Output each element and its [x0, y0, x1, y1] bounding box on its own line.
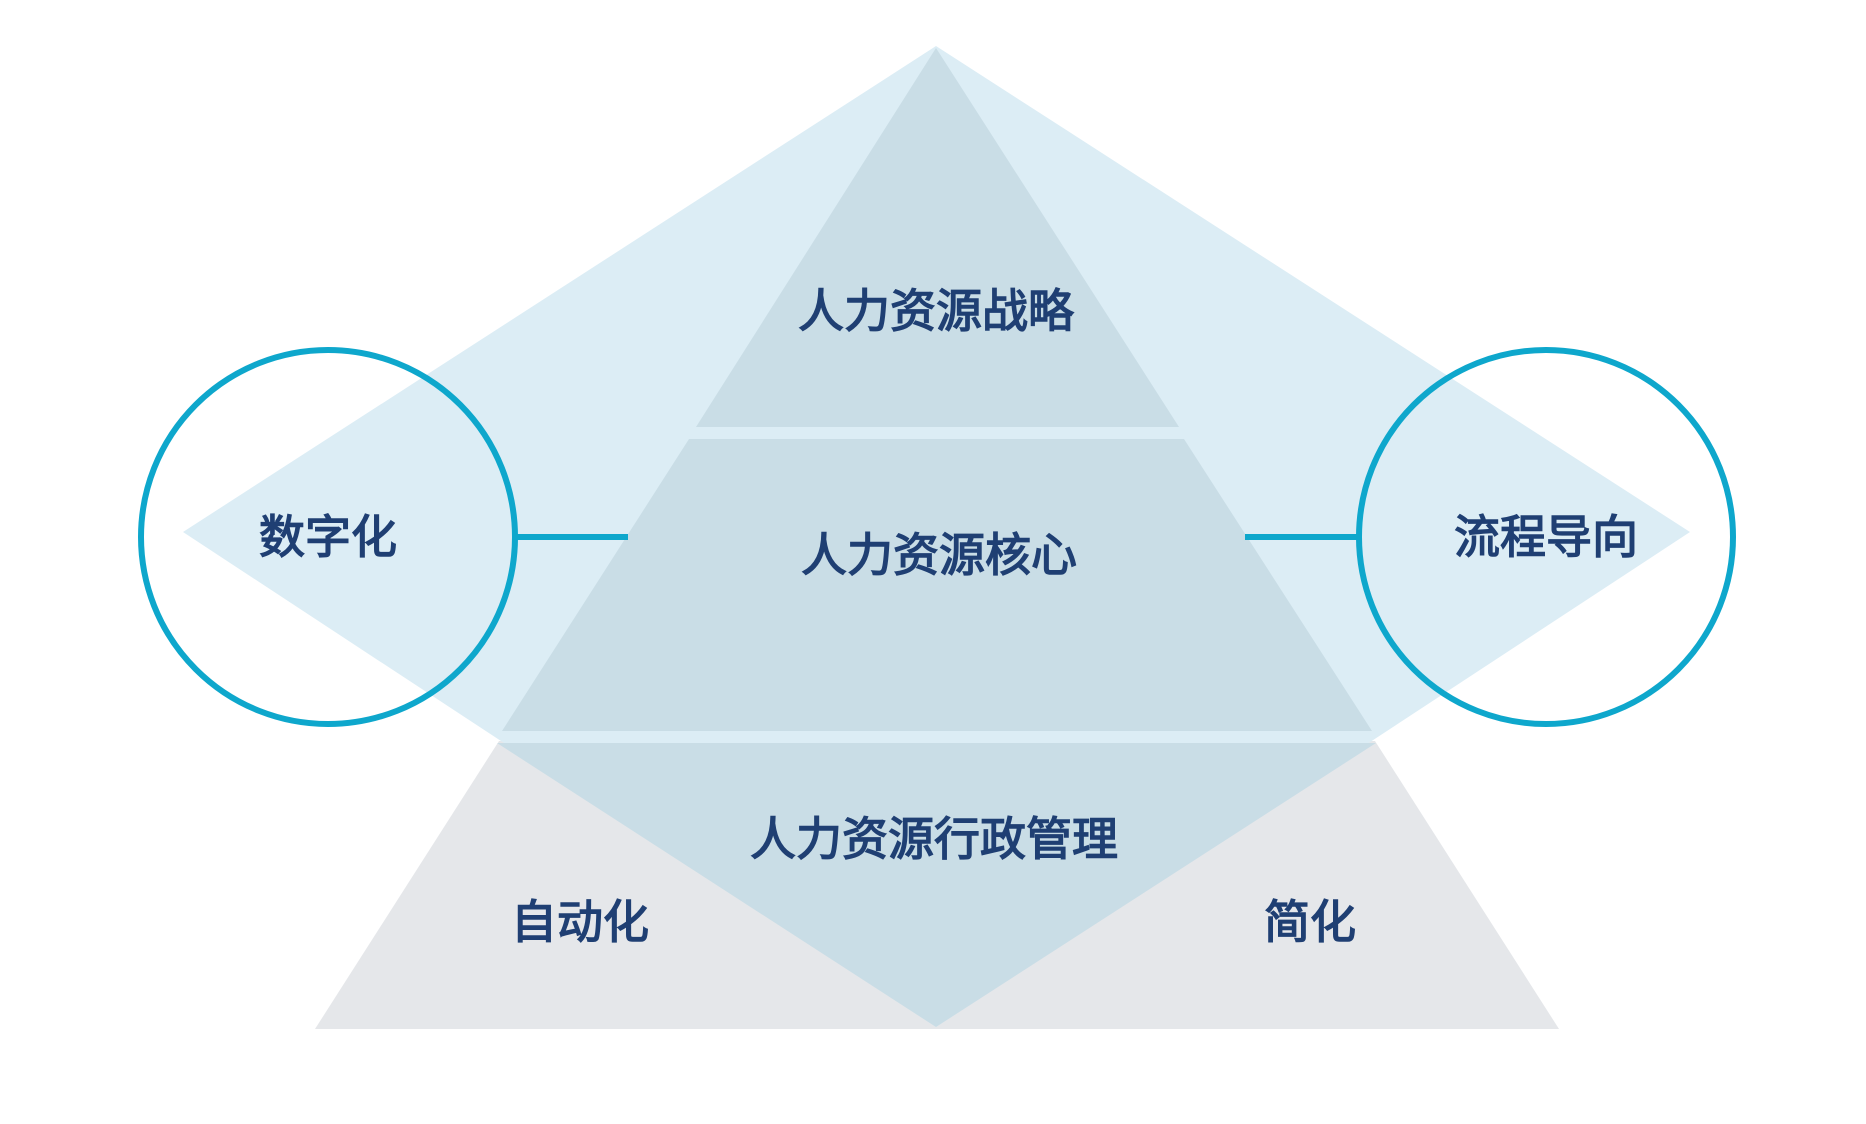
circle-left-label: 数字化 [259, 510, 397, 564]
pyramid-tier-top [696, 48, 1179, 427]
base-right-label: 简化 [1264, 895, 1356, 949]
pyramid-tier-middle [502, 439, 1372, 731]
tier-middle-label: 人力资源核心 [801, 528, 1077, 582]
circle-left [138, 347, 518, 727]
tier-bottom-label: 人力资源行政管理 [750, 812, 1118, 866]
circle-right-label: 流程导向 [1454, 510, 1638, 564]
base-left-label: 自动化 [511, 895, 649, 949]
circle-right [1356, 347, 1736, 727]
tier-top-label: 人力资源战略 [798, 284, 1075, 338]
pyramid-tier-bottom [497, 743, 1376, 1027]
